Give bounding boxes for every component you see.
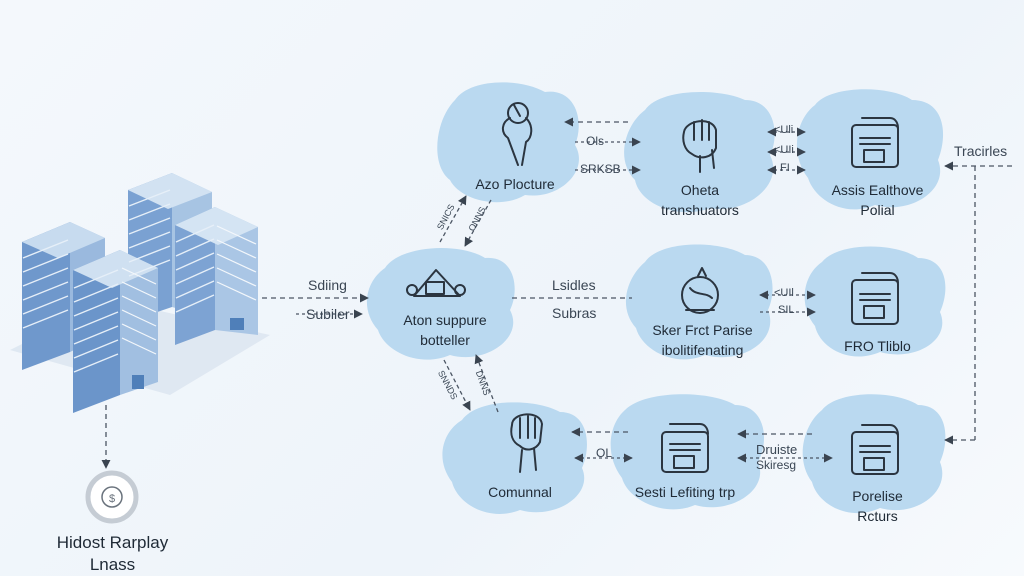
- node-label-sesti-lefiting: Sesti Lefiting trp: [634, 484, 736, 500]
- blob-center: [366, 247, 515, 360]
- edge-label-sil-mid: SIL: [778, 304, 795, 316]
- edge-label-lsidles: Lsidles: [552, 277, 596, 293]
- node-label-line1: Oheta: [680, 182, 720, 198]
- crown-shield-icon: [406, 269, 466, 297]
- node-blobs: [366, 82, 946, 514]
- edge-label-uli-1: <Uli: [774, 124, 794, 136]
- node-label-sker-frct: Sker Frct Parise ibolitifenating: [635, 320, 770, 360]
- hand-icon: [510, 413, 543, 473]
- device-icon: [851, 117, 899, 168]
- connector-lines: [101, 117, 1012, 469]
- blob-bot-mid: [610, 394, 765, 510]
- edge-label-skiresg: Skiresg: [756, 458, 797, 472]
- node-label-aton-suppure: Aton suppure botteller: [380, 310, 510, 350]
- node-label-assis-ealthove: Assis Ealthove Polial: [815, 180, 940, 220]
- node-label-line2: Rcturs: [857, 508, 898, 524]
- node-label-line2: Polial: [860, 202, 895, 218]
- edge-label-fi: FI: [780, 162, 790, 174]
- host-node-icon: $: [85, 470, 139, 524]
- node-label-line1: Sker Frct Parise: [652, 322, 753, 338]
- globe-bag-icon: [681, 267, 719, 314]
- host-label-line1: Hidost Rarplay: [56, 533, 169, 552]
- node-label-line2: botteller: [420, 332, 470, 348]
- node-label-azo-plocture: Azo Plocture: [475, 176, 555, 192]
- hand-key-icon: [502, 102, 533, 166]
- blob-mid-right: [804, 246, 946, 357]
- edge-label-ols: Ols: [586, 134, 604, 148]
- edge-label-srksb: SRKSB: [580, 162, 621, 176]
- node-label-line1: Assis Ealthove: [831, 182, 924, 198]
- blob-mid-mid: [625, 244, 773, 360]
- blob-top-left: [437, 82, 579, 203]
- node-label-oheta: Oheta transhuators: [640, 180, 760, 220]
- device-icon: [851, 424, 899, 475]
- node-label-line1: Porelise: [852, 488, 903, 504]
- node-label-fro-tliblo: FRO Tliblo: [844, 338, 911, 354]
- node-label-porelise: Porelise Rcturs: [815, 486, 940, 526]
- edge-label-subras: Subras: [552, 305, 597, 321]
- edge-label-druiste: Druiste: [756, 442, 798, 457]
- node-label-line2: transhuators: [661, 202, 739, 218]
- blob-top-mid: [624, 91, 775, 213]
- blob-bot-left: [442, 402, 587, 514]
- node-label-line1: Aton suppure: [403, 312, 487, 328]
- edge-label-ol: OL: [596, 446, 613, 460]
- node-label-line2: ibolitifenating: [661, 342, 744, 358]
- edge-label-sdiing: Sdiing: [308, 277, 347, 293]
- edge-label-uil-mid: <UIl: [774, 287, 794, 299]
- node-label-comunnal: Comunnal: [488, 484, 552, 500]
- host-label: Hidost Rarplay Lnass: [30, 532, 195, 576]
- edge-label-uli-2: <UIi: [774, 144, 794, 156]
- device-icon: [661, 423, 709, 473]
- server-buildings-illustration: [10, 173, 270, 413]
- edge-label-tracirles: Tracirles: [954, 143, 1008, 159]
- host-label-line2: Lnass: [89, 555, 136, 574]
- svg-text:$: $: [109, 493, 115, 505]
- blob-bot-right: [802, 394, 946, 514]
- device-icon: [851, 272, 899, 325]
- fist-icon: [682, 119, 717, 173]
- edge-label-subiler: Subiler: [306, 306, 350, 322]
